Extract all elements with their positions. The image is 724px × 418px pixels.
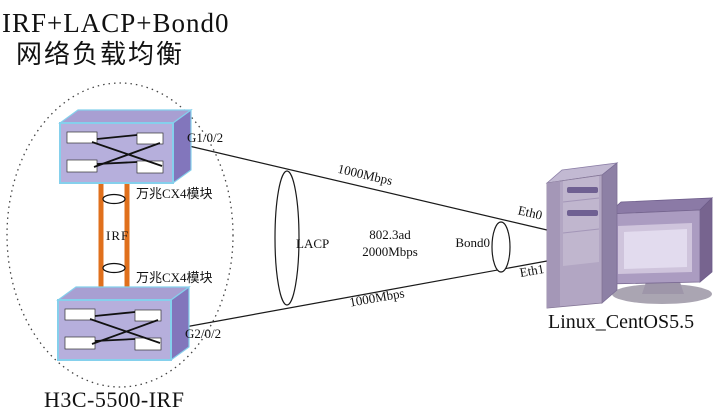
lacp-ellipse: [274, 170, 300, 306]
irf-domain-dotted-ellipse: [6, 82, 234, 388]
tower-groove-1: [562, 197, 600, 203]
switch-group-name: H3C-5500-IRF: [44, 387, 185, 412]
cx4-connector-top: [102, 193, 126, 205]
switch-1-bar-tl: [66, 131, 98, 144]
tower-drive-slot-1: [567, 187, 598, 193]
cx4-module-top-label: 万兆CX4模块: [136, 186, 213, 201]
switch-1-icon: [58, 108, 193, 185]
switch-2-bar-tl: [64, 308, 96, 321]
tower-drive-slot-2: [567, 210, 598, 216]
switch-2-side-face: [170, 285, 190, 362]
tower-side-face: [601, 162, 618, 304]
switch-1-bar-tr: [136, 132, 164, 145]
switch-2-bar-tr: [134, 309, 162, 322]
cx4-module-bottom-label: 万兆CX4模块: [136, 270, 213, 285]
link-line-top: [188, 145, 548, 231]
monitor-neck: [642, 282, 684, 294]
switch2-port-label: G2/0/2: [185, 326, 222, 341]
diagram-title-line1: IRF+LACP+Bond0: [2, 8, 230, 38]
tower-groove-2: [562, 228, 600, 234]
switch-1-bar-bl: [66, 159, 98, 173]
monitor-side-face: [699, 197, 713, 283]
irf-link-label: IRF: [106, 228, 130, 243]
switch-1-side-face: [172, 108, 192, 185]
cx4-connector-bottom: [102, 262, 126, 274]
switch-2-cross-lines: [89, 311, 161, 345]
server-icon: [545, 162, 714, 309]
switch-2-icon: [56, 285, 191, 362]
bond0-label: Bond0: [455, 235, 490, 250]
aggregation-protocol-label: 802.3ad: [369, 227, 411, 242]
tower-front-left-strip: [547, 181, 560, 308]
switch1-port-label: G1/0/2: [187, 130, 224, 145]
switch-2-top-face: [56, 286, 191, 301]
monitor-screen-inner: [624, 229, 687, 269]
aggregation-bandwidth-label: 2000Mbps: [362, 244, 418, 259]
switch-2-bar-bl: [64, 336, 96, 350]
link-line-bottom: [184, 260, 548, 328]
lacp-label: LACP: [296, 236, 330, 251]
diagram-title-line2: 网络负载均衡: [16, 40, 185, 69]
server-name-label: Linux_CentOS5.5: [548, 311, 695, 333]
switch-1-cross-lines: [91, 134, 163, 168]
bond0-ellipse: [491, 221, 511, 273]
switch-1-top-face: [58, 109, 193, 124]
